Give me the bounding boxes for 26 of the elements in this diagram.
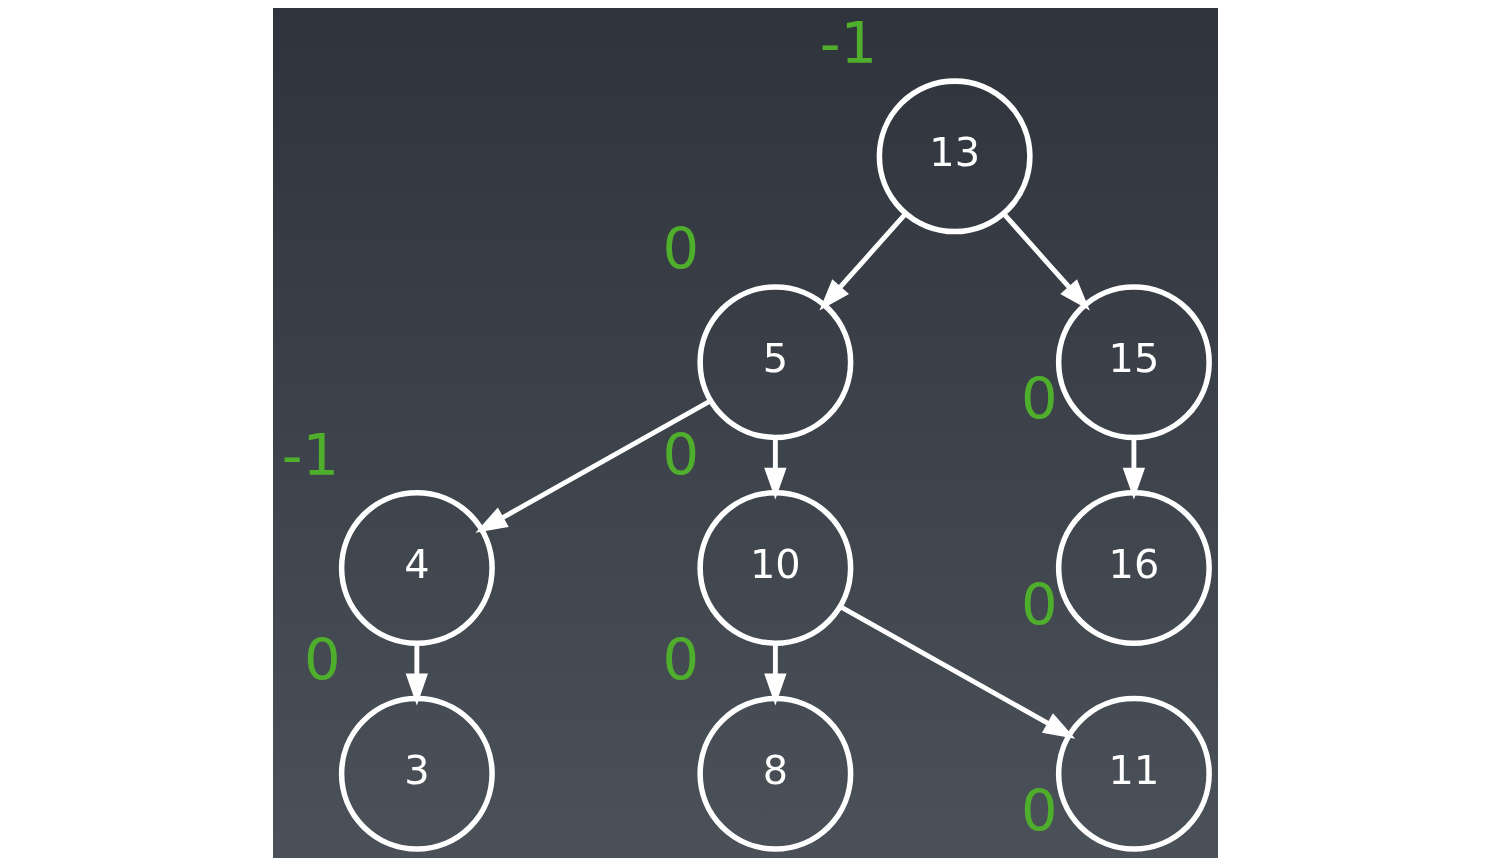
arrow xyxy=(405,643,428,706)
node-circle: 4 xyxy=(338,490,495,646)
node-circle: 16 xyxy=(1055,490,1212,646)
node-label: 0 xyxy=(1020,777,1058,845)
node-circle: 5 xyxy=(696,284,853,441)
node-label: 0 xyxy=(1020,572,1058,640)
node-label: 0 xyxy=(303,627,341,695)
node-circle: 13 xyxy=(876,78,1033,235)
node-label: 0 xyxy=(662,215,699,283)
node-circle: 3 xyxy=(338,695,495,852)
arrow xyxy=(474,398,712,533)
node-label: 0 xyxy=(662,627,699,695)
arrow xyxy=(838,604,1075,739)
arrow xyxy=(763,437,787,500)
node-label: 0 xyxy=(1020,366,1058,434)
node-circle: 15 xyxy=(1055,284,1212,441)
node-circle: 8 xyxy=(696,695,853,852)
node-circle: 10 xyxy=(696,490,853,646)
node-label: -1 xyxy=(819,9,877,77)
arrow xyxy=(763,643,787,706)
node-circle: 11 xyxy=(1055,695,1212,852)
node-label: -1 xyxy=(281,421,339,489)
arrow xyxy=(1001,212,1090,311)
arrow xyxy=(1122,437,1145,500)
arrow xyxy=(818,212,907,311)
node-label: 0 xyxy=(662,421,699,489)
